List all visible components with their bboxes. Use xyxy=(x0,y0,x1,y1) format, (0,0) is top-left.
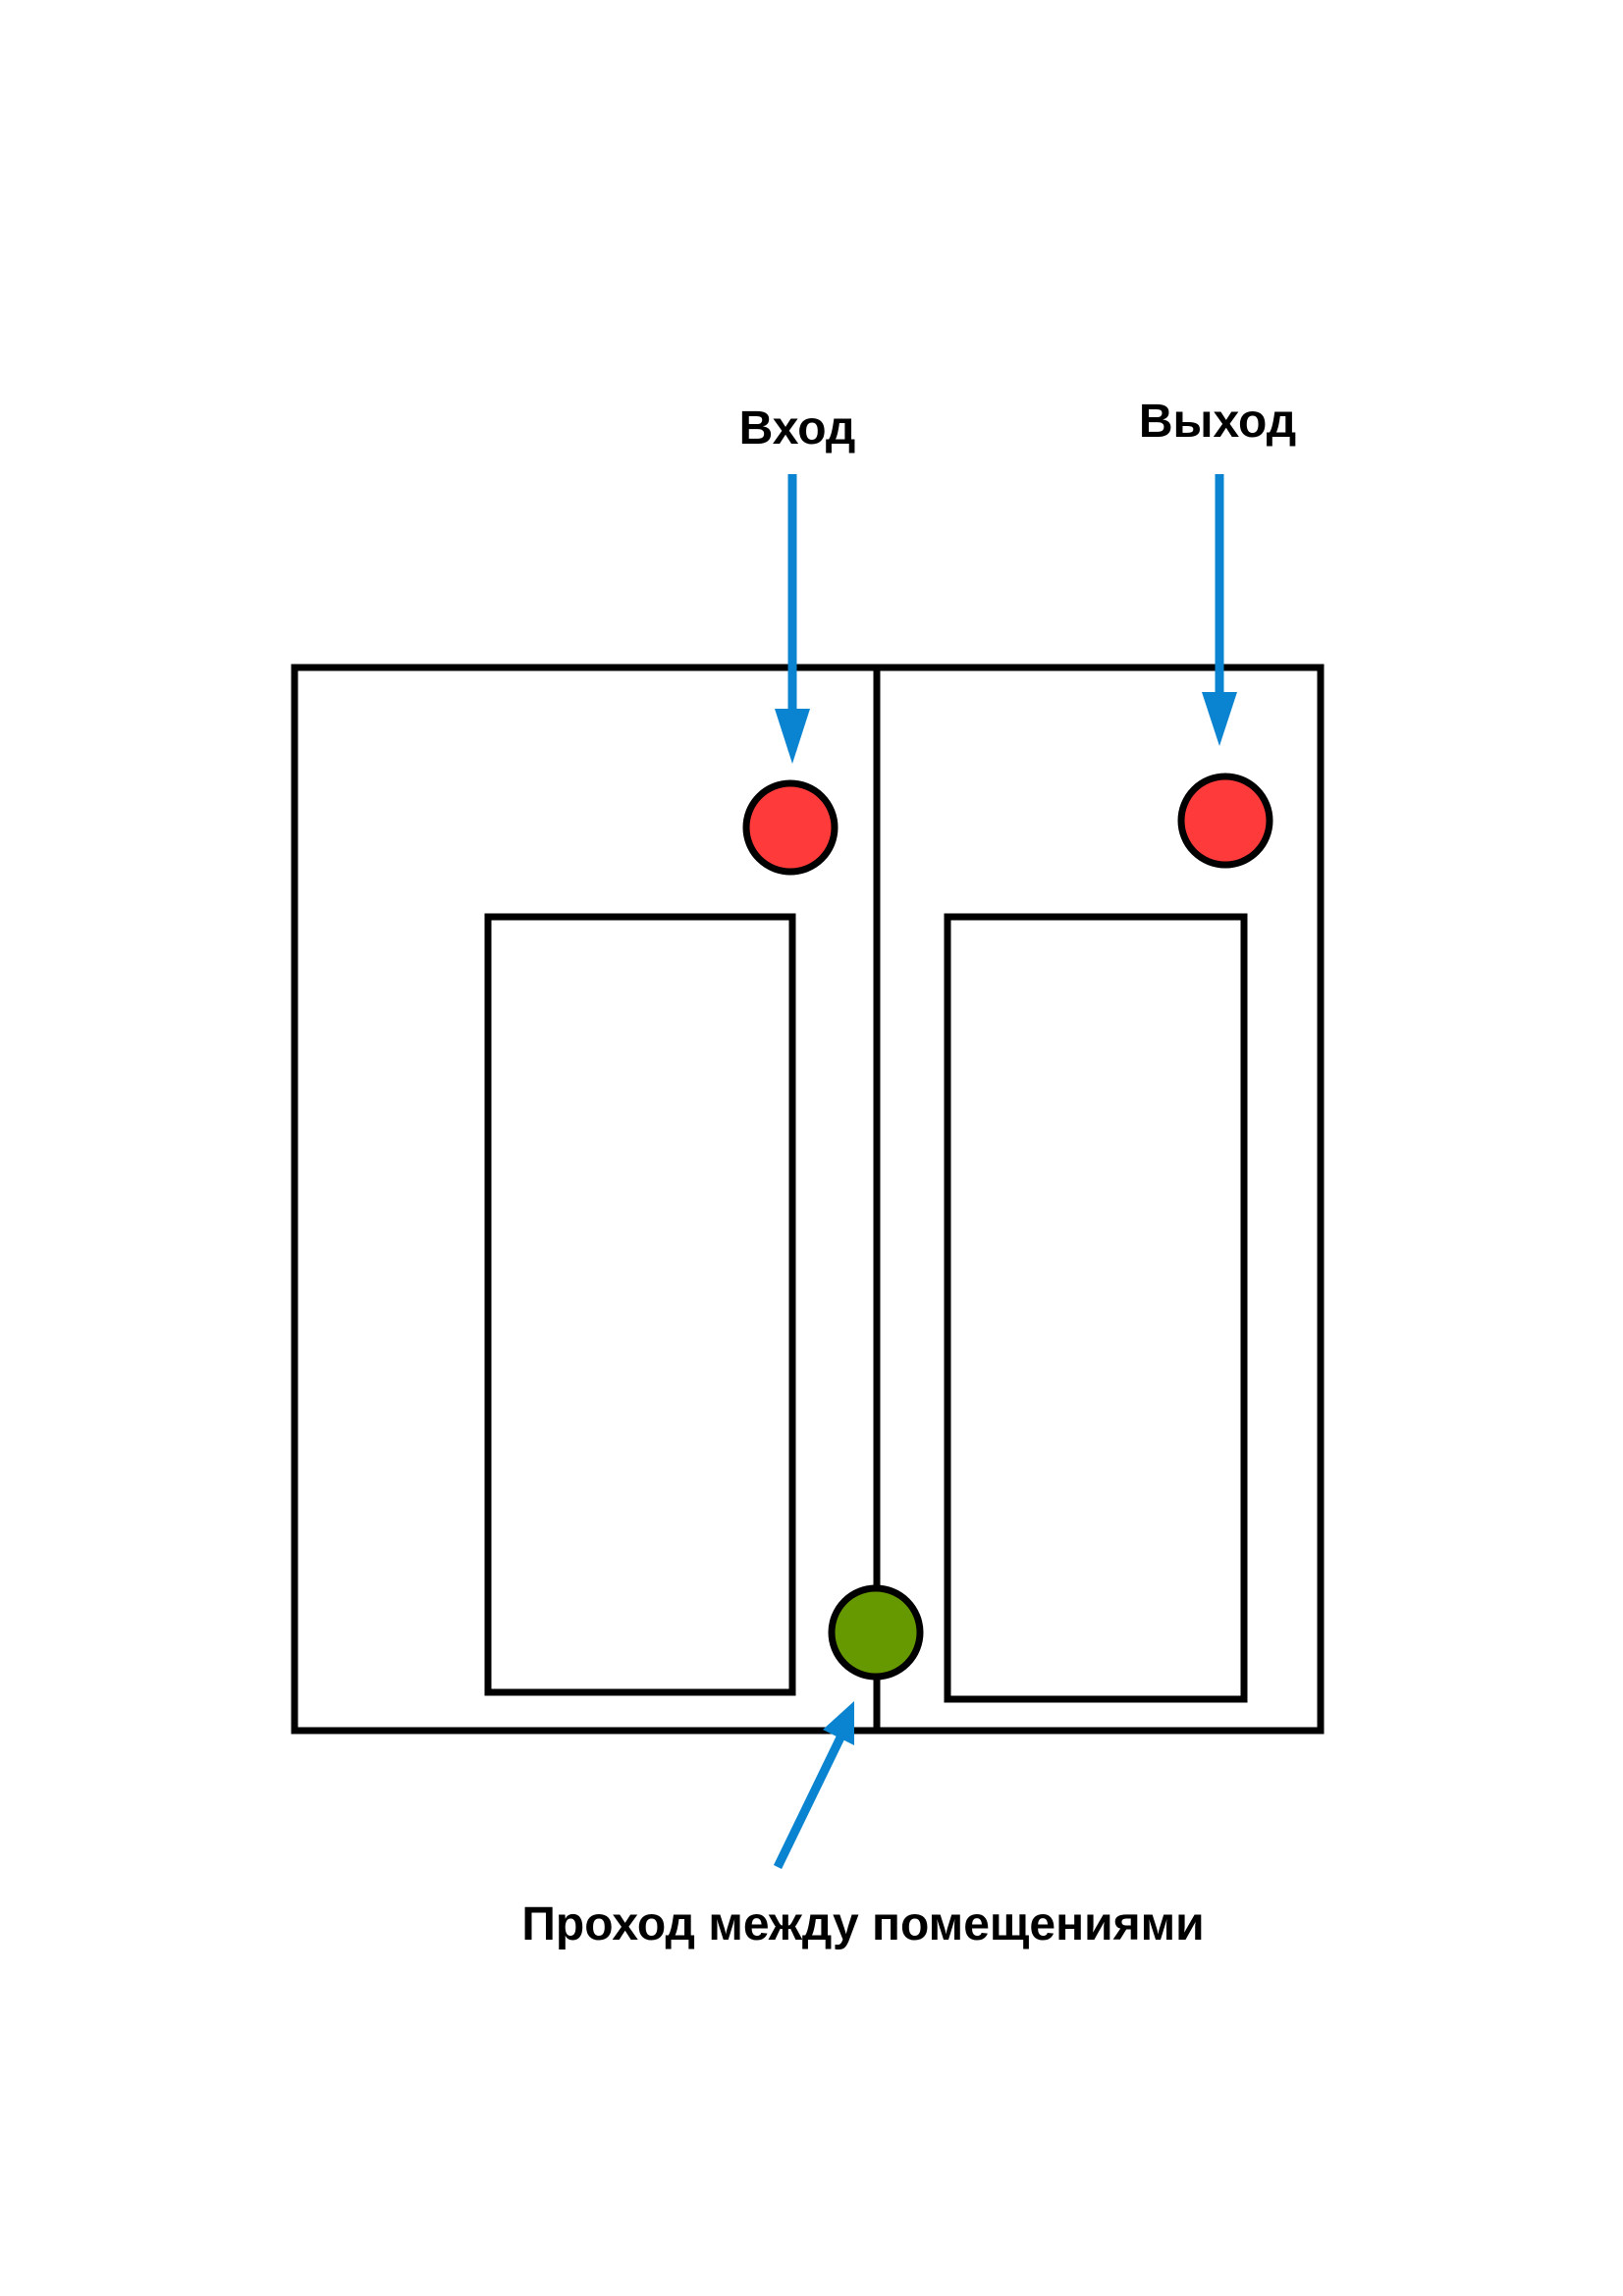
passage-label: Проход между помещениями xyxy=(521,1898,1204,1950)
exit-label: Выход xyxy=(1139,396,1296,448)
entrance-arrowhead xyxy=(775,709,810,764)
building-outline xyxy=(291,664,1325,1735)
passage-arrowhead xyxy=(823,1701,854,1745)
entrance-label: Вход xyxy=(739,402,856,454)
exit-marker xyxy=(1177,773,1273,869)
left-room-inner-rect xyxy=(484,913,796,1696)
entrance-marker xyxy=(742,779,839,876)
passage-arrow xyxy=(773,1734,846,1869)
right-room-inner-rect xyxy=(944,913,1248,1703)
passage-marker xyxy=(828,1584,924,1681)
exit-arrowhead xyxy=(1202,692,1237,746)
